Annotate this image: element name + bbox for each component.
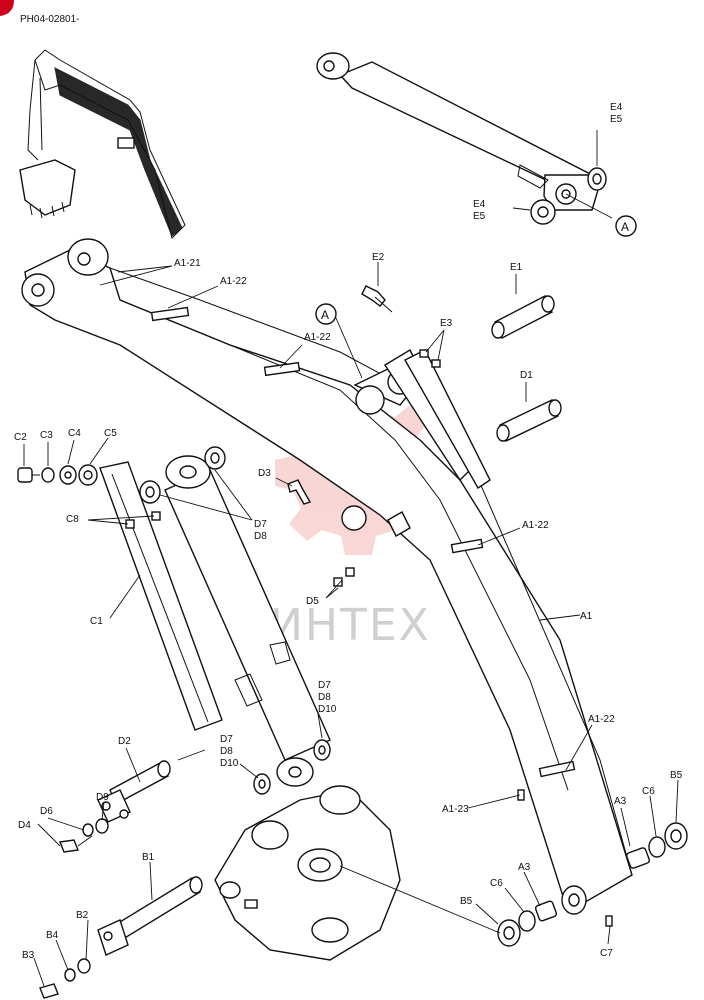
corner-marker-icon	[0, 0, 14, 16]
callout-d8-upper: D8	[254, 531, 267, 542]
callout-d6: D6	[40, 806, 53, 817]
fitting-d5-b	[333, 577, 343, 587]
watermark-text: ИНТЕХ	[270, 600, 431, 651]
bolt-e2	[361, 285, 393, 313]
seal-c6-right	[648, 836, 666, 858]
leader-lines	[23, 262, 679, 987]
callout-d10-left: D10	[220, 758, 239, 769]
callout-e5-lower: E5	[473, 211, 486, 222]
callout-c5: C5	[104, 428, 117, 439]
washer-d9	[95, 818, 109, 834]
ref-a-top-marker	[315, 303, 337, 325]
nut-e3-a	[419, 349, 429, 358]
fasteners-c2-c5	[17, 464, 98, 486]
callout-d3: D3	[258, 468, 271, 479]
callout-a1-22-mid: A1-22	[304, 332, 331, 343]
pin-d1	[496, 399, 562, 442]
washer-b4	[64, 968, 76, 982]
washer-d6	[82, 823, 94, 837]
callout-c6-bottom: C6	[490, 878, 503, 889]
fitting-d5-a	[345, 567, 355, 577]
callout-ref-a-top: A	[321, 308, 329, 322]
callout-b5-bottom: B5	[460, 896, 473, 907]
callout-a3-bottom: A3	[518, 862, 531, 873]
callout-c4: C4	[68, 428, 81, 439]
arm-cylinder	[164, 455, 331, 787]
callout-c2: C2	[14, 432, 27, 443]
callout-e1: E1	[510, 262, 523, 273]
pin-e1	[491, 295, 555, 339]
pin-b1	[97, 876, 203, 956]
callout-d7-left: D7	[220, 734, 233, 745]
callout-a3-right: A3	[614, 796, 627, 807]
swing-bracket	[214, 785, 401, 961]
bushing-a3-right	[626, 847, 650, 869]
callout-c1: C1	[90, 616, 103, 627]
grease-fitting-c7	[605, 915, 613, 927]
callout-d10-right: D10	[318, 704, 337, 715]
callout-d1: D1	[520, 370, 533, 381]
callout-d8-left: D8	[220, 746, 233, 757]
bushing-a3-bottom	[534, 900, 558, 922]
callout-e5-upper: E5	[610, 114, 623, 125]
ref-a-right-marker	[615, 215, 637, 237]
callout-a1-22-low: A1-22	[588, 714, 615, 725]
callout-d4: D4	[18, 820, 31, 831]
callout-e4-lower: E4	[473, 199, 486, 210]
callout-b5-right: B5	[670, 770, 683, 781]
bolt-d3	[287, 479, 312, 505]
bolt-d4	[59, 839, 79, 853]
boom-cylinder	[316, 52, 599, 211]
callout-a1-21: A1-21	[174, 258, 201, 269]
callout-e3: E3	[440, 318, 453, 329]
callout-d9: D9	[96, 792, 109, 803]
callout-d8-right: D8	[318, 692, 331, 703]
callout-b3: B3	[22, 950, 35, 961]
excavator-thumbnail	[19, 49, 186, 239]
washer-b2	[77, 958, 91, 974]
callout-a1-22-top: A1-22	[220, 276, 247, 287]
bracket-plate-right	[404, 349, 491, 489]
callout-b2: B2	[76, 910, 89, 921]
callout-b1: B1	[142, 852, 155, 863]
bolt-b3	[39, 983, 59, 999]
callout-a1: A1	[580, 611, 593, 622]
callout-labels: A1-21 A1-22 A1-22 E2 E1 E3 D1 A1-22 A1 A…	[14, 252, 683, 961]
callout-d7-upper: D7	[254, 519, 267, 530]
callout-c6-right: C6	[642, 786, 655, 797]
callout-e4-upper: E4	[610, 102, 623, 113]
callout-c3: C3	[40, 430, 53, 441]
callout-d2: D2	[118, 736, 131, 747]
guard-plate-c1	[99, 461, 223, 731]
callout-c7: C7	[600, 948, 613, 959]
callout-ref-a-right: A	[621, 220, 629, 234]
pin-d2	[97, 760, 171, 823]
callout-a1-23: A1-23	[442, 804, 469, 815]
callout-e2: E2	[372, 252, 385, 263]
nut-e3-b	[431, 359, 441, 368]
seal-c6-bottom	[518, 910, 536, 932]
callout-a1-22-right: A1-22	[522, 520, 549, 531]
callout-b4: B4	[46, 930, 59, 941]
callout-d7-right: D7	[318, 680, 331, 691]
doc-code: PH04-02801-	[20, 14, 79, 25]
callout-d5: D5	[306, 596, 319, 607]
callout-c8: C8	[66, 514, 79, 525]
